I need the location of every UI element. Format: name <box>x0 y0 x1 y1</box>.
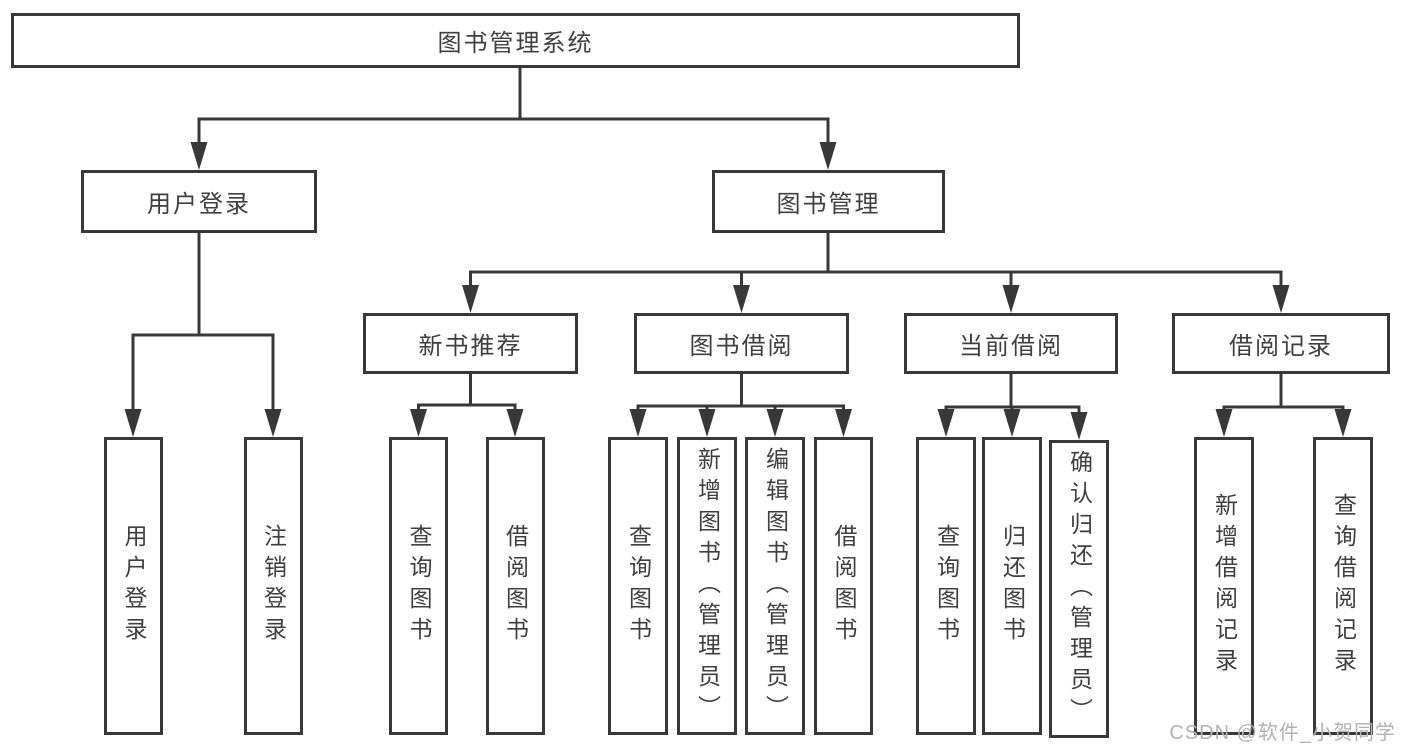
leaf-logout: 注销登录 <box>243 437 303 735</box>
leaf-query-books-current: 查询图书 <box>916 437 976 735</box>
node-user-login: 用户登录 <box>81 170 317 233</box>
node-root-system: 图书管理系统 <box>11 13 1020 68</box>
leaf-label: 新增借阅记录 <box>1211 493 1238 679</box>
csdn-watermark: CSDN @软件_小贺同学 <box>1169 722 1396 744</box>
node-new-book-recommend: 新书推荐 <box>363 313 578 374</box>
leaf-query-books-newbook: 查询图书 <box>389 437 448 735</box>
leaf-label: 借阅图书 <box>831 524 857 648</box>
leaf-label: 新增图书（管理员） <box>694 446 721 726</box>
leaf-confirm-return-admin: 确认归还（管理员） <box>1049 440 1109 738</box>
connector-book-mgmt-to-level3 <box>462 233 1290 313</box>
arrow-down-icon <box>1334 409 1352 437</box>
node-book-management: 图书管理 <box>712 170 945 233</box>
connector-book-borrow-children <box>629 374 852 437</box>
connector-root-to-level2 <box>190 67 837 170</box>
node-borrow-record: 借阅记录 <box>1172 313 1390 374</box>
leaf-add-books-admin: 新增图书（管理员） <box>677 437 737 735</box>
connector-borrow-record-children <box>1215 374 1352 437</box>
arrow-down-icon <box>506 409 524 437</box>
leaf-label: 编辑图书（管理员） <box>762 446 789 726</box>
leaf-label: 注销登录 <box>260 524 287 648</box>
arrow-down-icon <box>937 409 955 437</box>
arrow-down-icon <box>766 409 784 437</box>
arrow-down-icon <box>1070 412 1088 440</box>
leaf-label: 查询图书 <box>406 524 432 648</box>
leaf-label: 借阅图书 <box>502 524 529 648</box>
leaf-edit-books-admin: 编辑图书（管理员） <box>745 437 805 735</box>
leaf-query-books-borrow: 查询图书 <box>608 437 668 735</box>
leaf-label: 确认归还（管理员） <box>1066 449 1093 729</box>
arrow-down-icon <box>190 142 208 170</box>
connector-current-borrow-children <box>937 374 1088 440</box>
arrow-down-icon <box>1272 285 1290 313</box>
node-book-borrow: 图书借阅 <box>634 313 849 374</box>
leaf-add-borrow-record: 新增借阅记录 <box>1194 437 1254 735</box>
leaf-label: 查询图书 <box>933 524 960 648</box>
connector-new-book-children <box>410 374 524 437</box>
arrow-down-icon <box>124 409 142 437</box>
arrow-down-icon <box>629 409 647 437</box>
arrow-down-icon <box>410 409 427 437</box>
arrow-down-icon <box>1002 285 1020 313</box>
leaf-borrow-books-borrow: 借阅图书 <box>814 437 873 735</box>
leaf-label: 查询借阅记录 <box>1330 493 1357 679</box>
leaf-return-books: 归还图书 <box>982 437 1042 735</box>
arrow-down-icon <box>835 409 852 437</box>
arrow-down-icon <box>264 409 282 437</box>
arrow-down-icon <box>1215 409 1233 437</box>
connector-user-login-children <box>124 233 282 437</box>
arrow-down-icon <box>733 285 750 313</box>
node-current-borrow: 当前借阅 <box>904 313 1118 374</box>
arrow-down-icon <box>819 142 837 170</box>
arrow-down-icon <box>698 409 716 437</box>
leaf-user-login: 用户登录 <box>104 437 163 735</box>
arrow-down-icon <box>1003 409 1021 437</box>
leaf-query-borrow-record: 查询借阅记录 <box>1313 437 1373 735</box>
leaf-borrow-books-newbook: 借阅图书 <box>485 437 545 735</box>
leaf-label: 查询图书 <box>625 524 652 648</box>
arrow-down-icon <box>462 285 479 313</box>
leaf-label: 归还图书 <box>999 524 1026 648</box>
leaf-label: 用户登录 <box>121 524 147 648</box>
